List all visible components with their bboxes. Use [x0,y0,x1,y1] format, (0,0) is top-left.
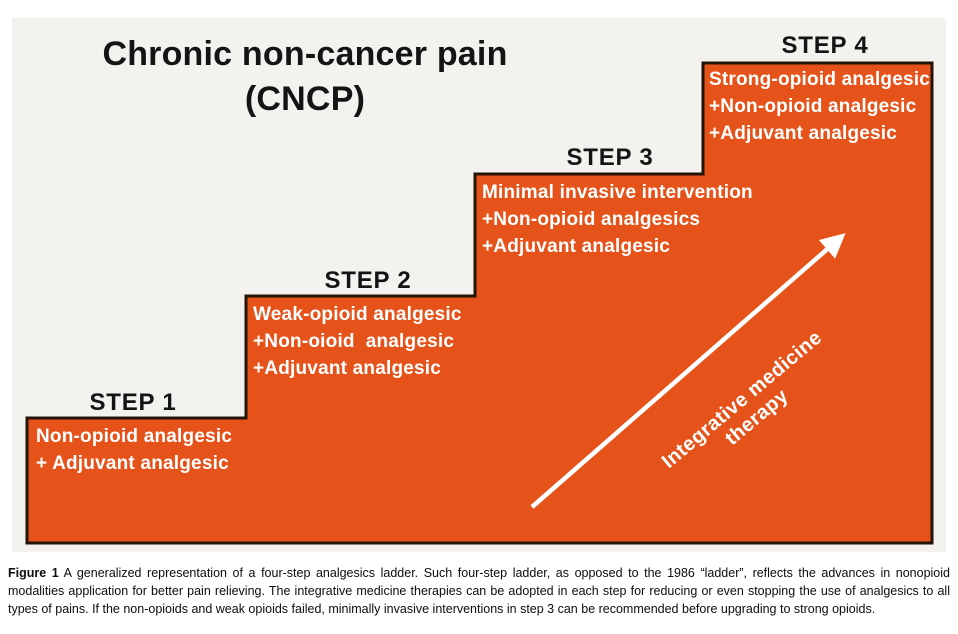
step-1-line: Non-opioid analgesic [36,426,233,447]
step-3-line: +Adjuvant analgesic [482,236,671,257]
figure-title-line2: (CNCP) [244,80,366,118]
step-4-line: Strong-opioid analgesic [709,69,931,90]
step-4-line: +Adjuvant analgesic [709,123,898,144]
four-step-ladder-shape [25,61,934,545]
step-2-line: +Non-oioid analgesic [253,331,455,352]
step-1-label: STEP 1 [89,389,177,416]
figure-caption-text: A generalized representation of a four-s… [8,566,950,616]
step-3-line: Minimal invasive intervention [482,182,753,203]
step-3-treatments: Minimal invasive intervention +Non-opioi… [482,179,753,260]
step-1-line: + Adjuvant analgesic [36,453,229,474]
figure-caption-number: Figure 1 [8,566,59,580]
integrative-therapy-arrow [530,233,846,509]
step-4-label: STEP 4 [781,32,869,59]
step-4-line: +Non-opioid analgesic [709,96,917,117]
step-3-line: +Non-opioid analgesics [482,209,701,230]
step-3-label: STEP 3 [566,144,654,171]
step-1-treatments: Non-opioid analgesic + Adjuvant analgesi… [36,423,232,477]
figure-title-line1: Chronic non-cancer pain [102,35,508,73]
step-4-treatments: Strong-opioid analgesic +Non-opioid anal… [709,66,930,147]
step-2-line: +Adjuvant analgesic [253,358,442,379]
figure-caption: Figure 1 A generalized representation of… [8,564,950,618]
step-2-label: STEP 2 [324,267,412,294]
step-2-treatments: Weak-opioid analgesic +Non-oioid analges… [253,301,462,382]
figure-title: Chronic non-cancer pain (CNCP) [55,32,555,122]
step-2-line: Weak-opioid analgesic [253,304,462,325]
